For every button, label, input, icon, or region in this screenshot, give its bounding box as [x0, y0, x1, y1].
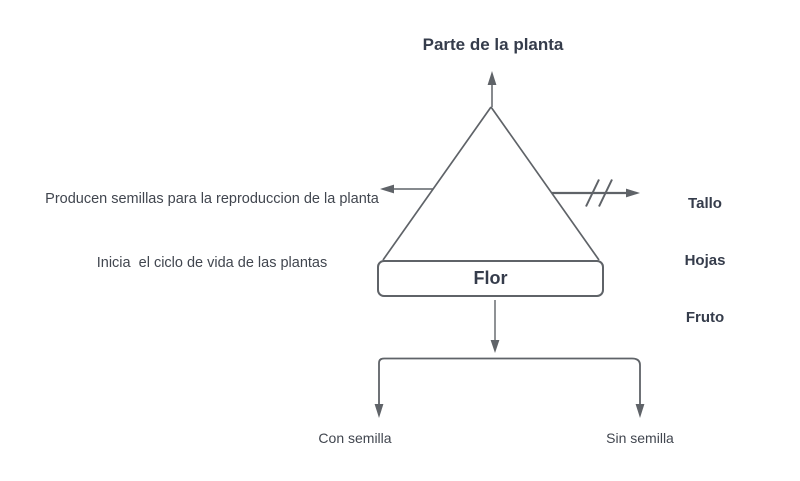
right-label-fruto: Fruto — [685, 309, 725, 326]
down-arrowhead — [490, 340, 500, 353]
flor-node-label: Flor — [473, 268, 508, 288]
right-label-hojas: Hojas — [684, 252, 726, 269]
left-annotation: Producen semillas para la reproduccion d… — [45, 157, 379, 306]
left-arrowhead — [380, 184, 394, 194]
con-semilla-label: Con semilla — [318, 430, 392, 446]
branch-right-arrowhead — [635, 404, 645, 418]
diagram-title: Parte de la planta — [422, 35, 564, 54]
branch-left-arrowhead — [374, 404, 384, 418]
hash-mark-2 — [598, 179, 613, 207]
branch-connector — [378, 357, 641, 405]
right-label-stack: Tallo Hojas Fruto — [685, 156, 726, 365]
right-arrowhead — [626, 188, 640, 198]
hash-mark-1 — [585, 179, 600, 207]
up-arrowhead — [487, 71, 497, 85]
triangle-shape — [382, 106, 600, 261]
left-annotation-line-2: Inicia el ciclo de vida de las plantas — [96, 255, 328, 271]
right-label-tallo: Tallo — [688, 195, 722, 212]
flor-node: Flor — [377, 260, 604, 297]
left-annotation-line-1: Producen semillas para la reproduccion d… — [45, 191, 379, 207]
sin-semilla-label: Sin semilla — [606, 430, 674, 446]
